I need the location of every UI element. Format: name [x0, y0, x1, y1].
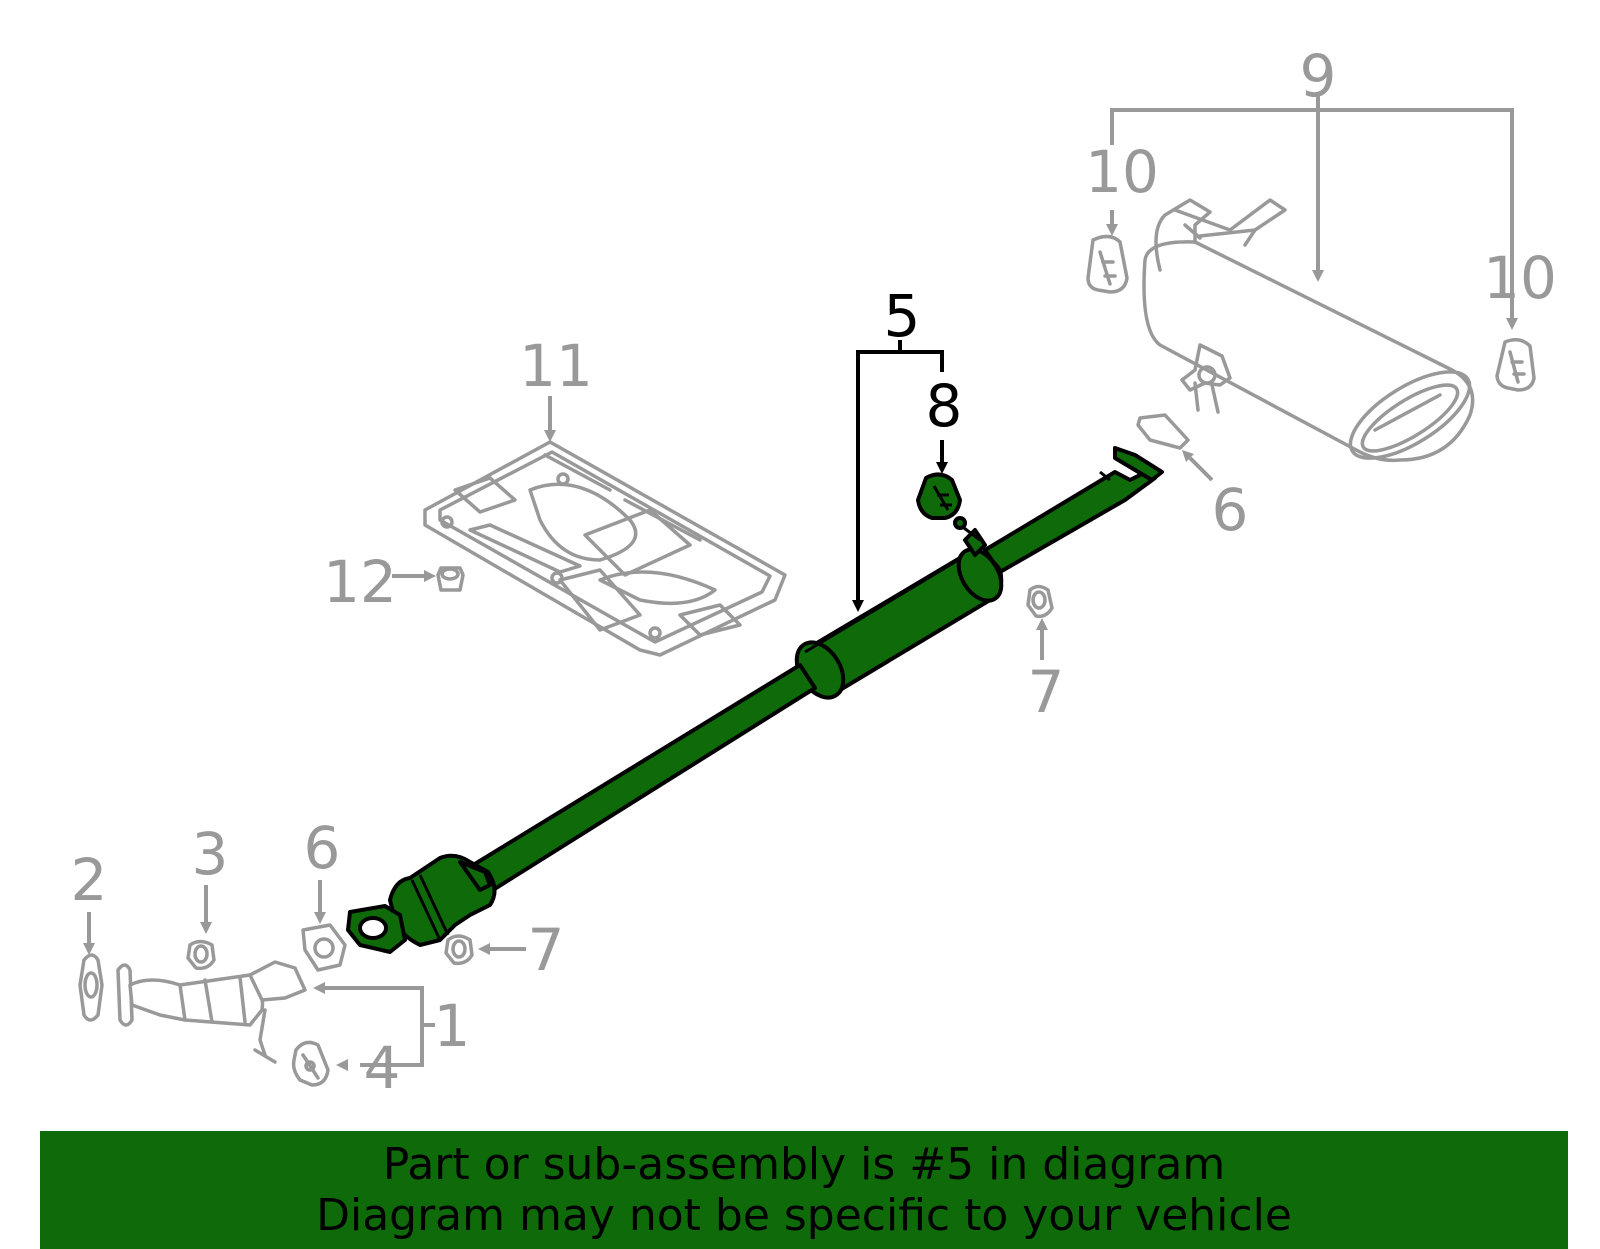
callout-4: 4 [364, 1034, 401, 1102]
gasket-6-upper-part [1136, 413, 1190, 450]
heat-shield-part [423, 440, 787, 657]
callout-9: 9 [1300, 42, 1337, 110]
nut-7-lower-part [444, 934, 474, 966]
callout-10-left: 10 [1085, 138, 1159, 206]
nut-7-middle-part [1026, 584, 1054, 619]
leader-lines-active [852, 340, 948, 612]
gasket-6-lower-part [301, 923, 347, 972]
callout-11: 11 [519, 332, 593, 400]
front-pipe-1-part [116, 960, 307, 1064]
banner-line-2: Diagram may not be specific to your vehi… [316, 1190, 1292, 1241]
callout-3: 3 [192, 820, 229, 888]
leader-lines [83, 95, 1518, 1071]
rear-muffler-part [1142, 198, 1475, 463]
callout-6-upper: 6 [1212, 476, 1249, 544]
callout-12: 12 [323, 548, 397, 616]
notice-banner: Part or sub-assembly is #5 in diagram Di… [40, 1131, 1568, 1249]
hanger-4-part [291, 1040, 330, 1087]
callout-7-middle: 7 [1028, 658, 1065, 726]
nut-12-part [436, 566, 465, 592]
center-pipe-resonator-part [346, 446, 1164, 954]
banner-line-1: Part or sub-assembly is #5 in diagram [382, 1139, 1226, 1190]
callout-5: 5 [884, 282, 921, 350]
nut-3-part [186, 939, 216, 971]
callout-10-right: 10 [1483, 244, 1557, 312]
gasket-2-part [78, 953, 104, 1022]
callout-8: 8 [926, 372, 963, 440]
callout-2: 2 [71, 846, 108, 914]
callout-7-lower: 7 [528, 916, 565, 984]
callout-1: 1 [434, 992, 471, 1060]
hanger-10-right-part [1495, 338, 1536, 392]
hanger-8-part [916, 472, 962, 520]
callout-6-lower: 6 [304, 814, 341, 882]
hanger-10-left-part [1086, 234, 1129, 294]
